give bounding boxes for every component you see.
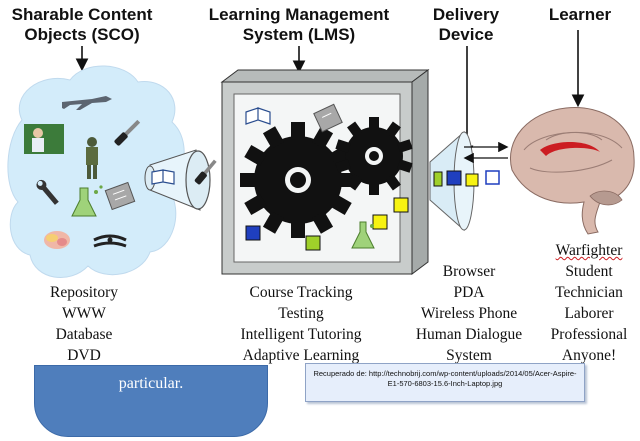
lms-list-item: Intelligent Tutoring	[240, 326, 362, 343]
lms-blue-square	[245, 225, 261, 241]
learner-list: Warfighter Student Technician Laborer Pr…	[538, 240, 640, 366]
lms-list-item: Testing	[278, 305, 324, 322]
sco-list-item: Database	[55, 326, 113, 343]
instructor-photo-icon	[24, 124, 64, 154]
lms-yellow-square-1	[372, 214, 388, 230]
delivery-list-item: System	[446, 347, 492, 364]
lms-green-square	[305, 235, 321, 251]
delivery-list-item: PDA	[453, 284, 485, 301]
fighter-jet-icon	[62, 96, 112, 110]
open-book-icon	[151, 169, 175, 185]
sco-list-item: WWW	[62, 305, 106, 322]
delivery-outline-square	[485, 170, 500, 185]
screwdriver-icon	[114, 119, 141, 146]
header-lms-line-1: Learning Management	[208, 5, 390, 24]
learner-list-item: Anyone!	[561, 347, 617, 364]
lms-list-item: Adaptive Learning	[242, 347, 360, 364]
large-gear-icon	[240, 122, 356, 238]
learner-list-item: Professional	[550, 326, 628, 343]
lms-list: Course Tracking Testing Intelligent Tuto…	[222, 282, 380, 366]
sco-list: Repository WWW Database DVD	[22, 282, 146, 366]
brain-icon	[510, 107, 635, 235]
header-delivery-line-2: Device	[438, 25, 494, 44]
header-delivery-line-1: Delivery	[432, 5, 500, 24]
sco-list-item: DVD	[67, 347, 101, 364]
learner-list-item: Laborer	[564, 305, 614, 322]
learner-list-item: Warfighter	[555, 242, 623, 259]
overlay-text-panel: particular.	[34, 365, 268, 437]
brain-anatomy-icon	[44, 231, 70, 249]
delivery-list: Browser PDA Wireless Phone Human Dialogu…	[400, 261, 538, 366]
header-sco: Sharable Content Objects (SCO)	[6, 5, 158, 45]
soldier-icon	[86, 137, 98, 179]
learner-list-item: Technician	[555, 284, 623, 301]
header-lms-line-2: System (LMS)	[242, 25, 356, 44]
overlay-panel-text: particular.	[118, 375, 184, 392]
header-lms: Learning Management System (LMS)	[196, 5, 402, 45]
header-learner: Learner	[535, 5, 625, 25]
delivery-list-item: Browser	[442, 263, 496, 280]
header-delivery: Delivery Device	[418, 5, 514, 45]
delivery-list-item: Wireless Phone	[420, 305, 518, 322]
screwdriver-in-tube-icon	[194, 159, 217, 185]
header-sco-line-1: Sharable Content	[11, 5, 153, 24]
tablet-pen-icon	[104, 181, 136, 211]
sco-list-item: Repository	[49, 284, 119, 301]
pliers-icon	[93, 234, 127, 248]
lms-list-item: Course Tracking	[249, 284, 353, 301]
header-learner-line-1: Learner	[548, 5, 612, 24]
delivery-blue-square	[446, 170, 462, 186]
learner-list-item: Student	[565, 263, 613, 280]
delivery-green-square	[433, 171, 443, 187]
lms-chemistry-flask-icon	[351, 221, 375, 249]
delivery-list-item: Human Dialogue	[415, 326, 523, 343]
wrench-icon	[36, 179, 59, 205]
source-caption-text: Recuperado de: http://technobrij.com/wp-…	[313, 369, 577, 388]
small-gear-icon	[335, 117, 413, 195]
lms-book-icon	[245, 107, 271, 125]
delivery-yellow-square	[465, 173, 479, 187]
header-sco-line-2: Objects (SCO)	[24, 25, 140, 44]
chemistry-flask-icon	[71, 185, 103, 217]
source-caption-box: Recuperado de: http://technobrij.com/wp-…	[305, 363, 585, 402]
lms-tablet-pen-icon	[313, 103, 343, 133]
lms-yellow-square-2	[393, 197, 409, 213]
